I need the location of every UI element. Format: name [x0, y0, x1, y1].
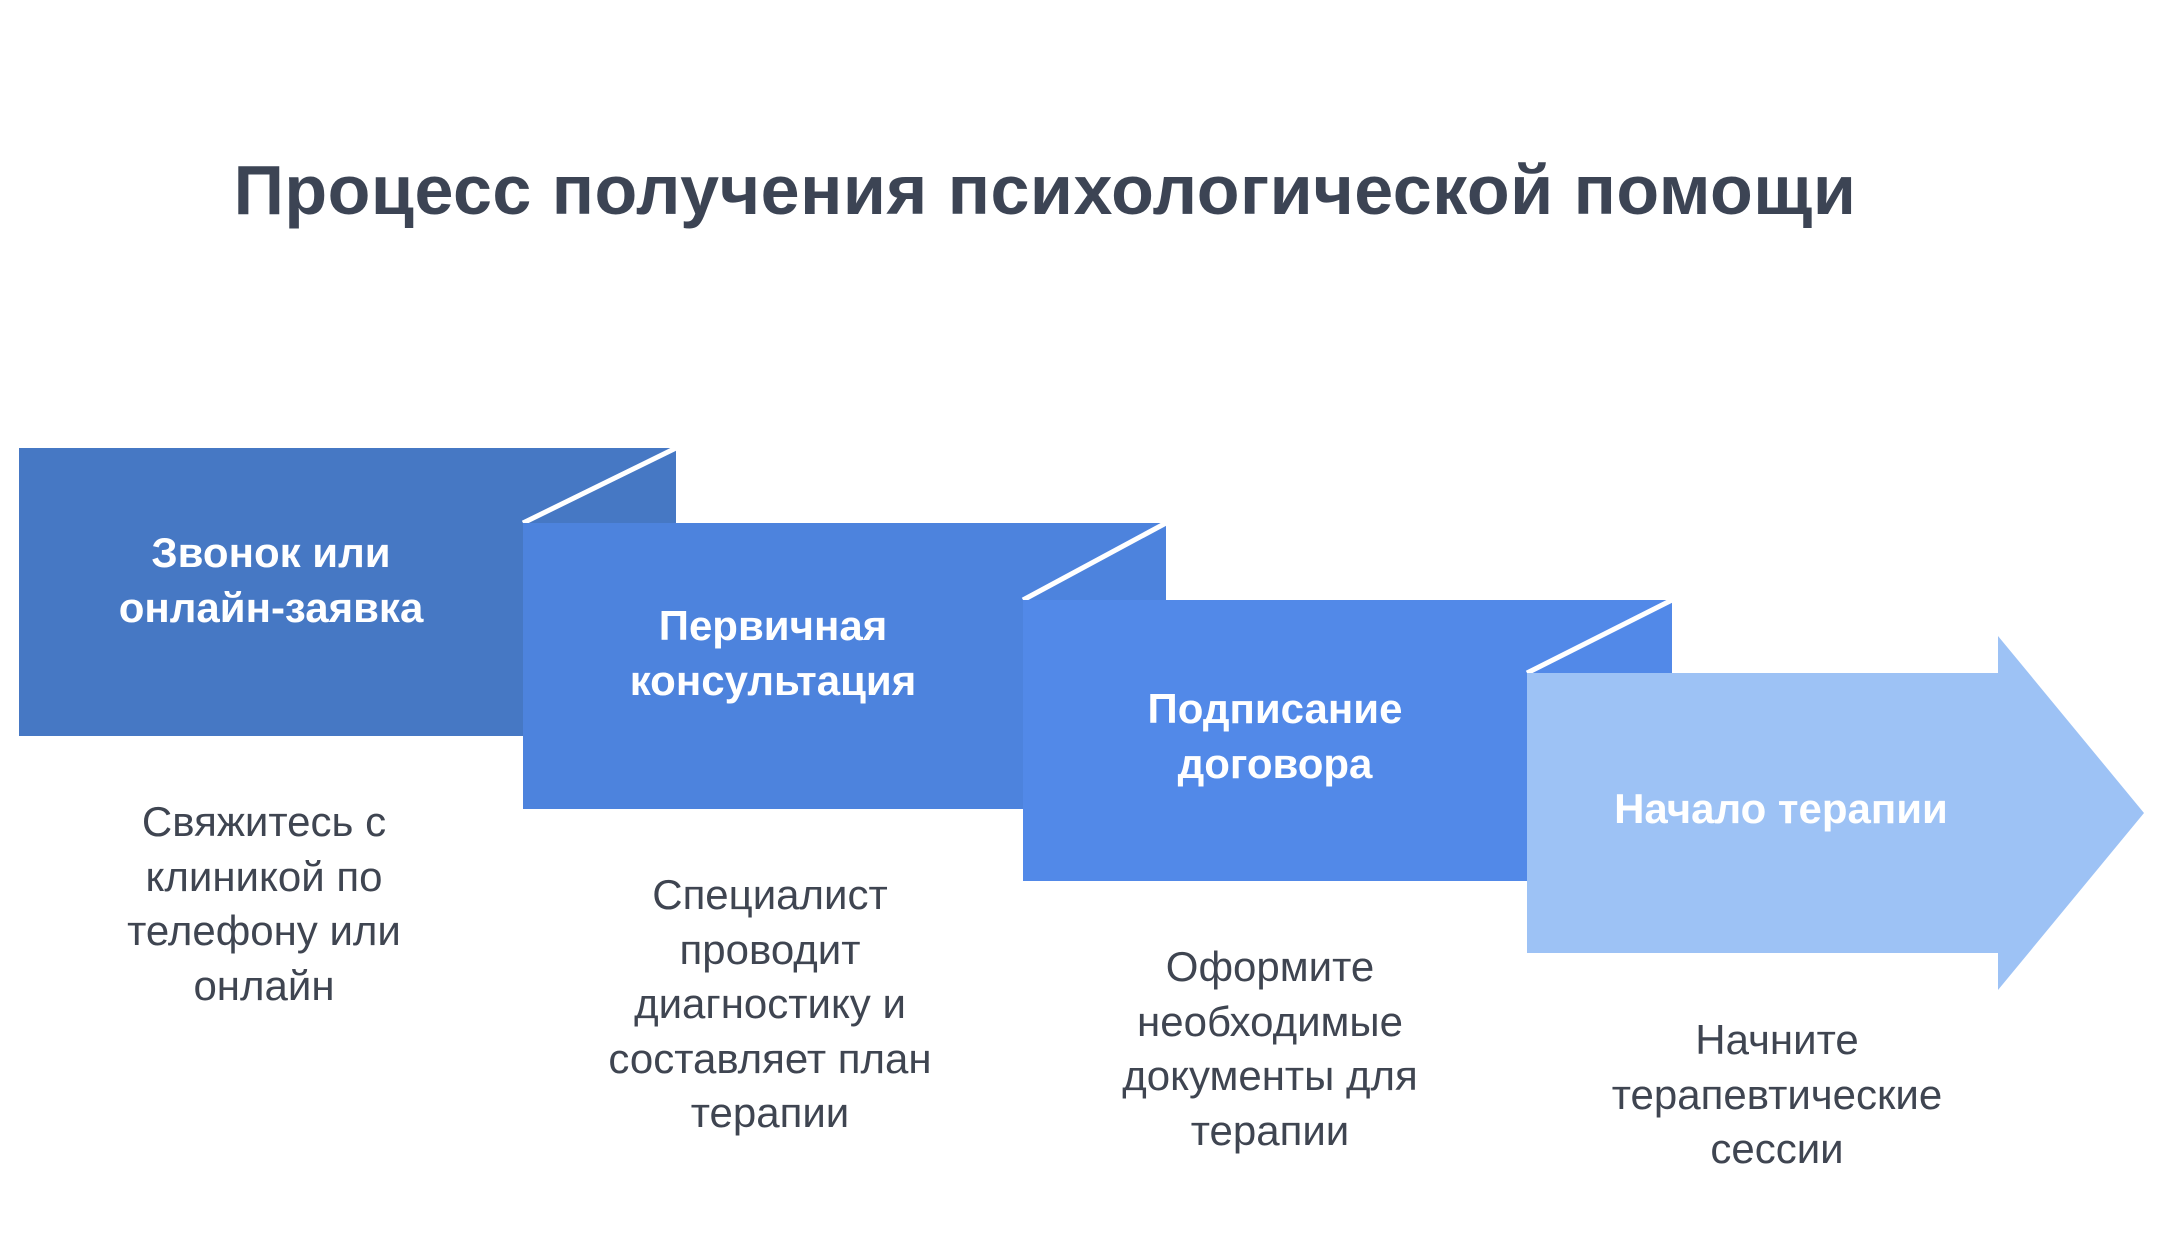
step-2-label: Первичная консультация — [629, 602, 917, 705]
step-1-description: Свяжитесь с клиникой по телефону или онл… — [127, 798, 401, 1009]
diagram-title: Процесс получения психологической помощи — [233, 151, 1857, 229]
step-2-description: Специалист проводит диагностику и состав… — [608, 871, 932, 1137]
step-1-label: Звонок или онлайн-заявка — [118, 529, 424, 632]
step-4-label: Начало терапии — [1614, 785, 1948, 832]
step-3-description: Оформите необходимые документы для терап… — [1122, 943, 1418, 1154]
fold-line-3 — [1525, 597, 1674, 676]
fold-line-1 — [521, 445, 678, 526]
step-3-label: Подписание договора — [1147, 685, 1403, 788]
step-4-description: Начните терапевтические сессии — [1611, 1016, 1943, 1173]
fold-line-2 — [1021, 520, 1168, 603]
step-4-arrow-shape — [1527, 636, 2144, 990]
